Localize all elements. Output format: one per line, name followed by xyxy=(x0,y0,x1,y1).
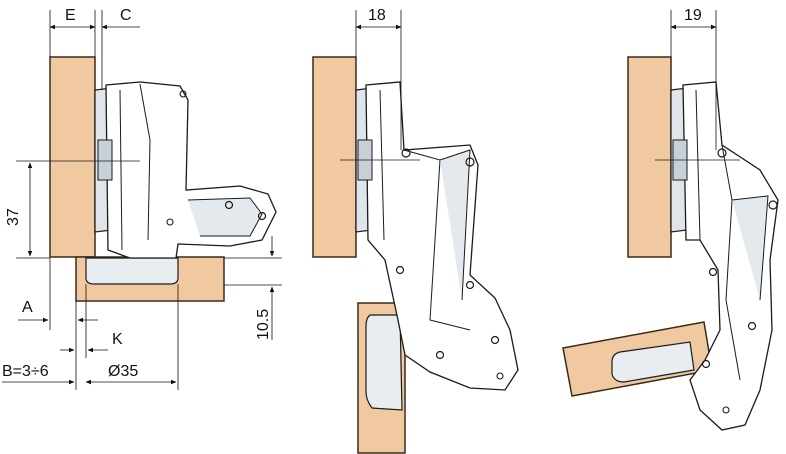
dim-label-c: C xyxy=(120,7,132,24)
hinge-arm xyxy=(682,81,779,431)
hinge-cup xyxy=(365,314,403,411)
cabinet-side-panel xyxy=(49,56,96,258)
hinge-cup xyxy=(85,257,179,285)
hinge-half-open-view: 18 xyxy=(312,7,519,454)
dim-label-18: 18 xyxy=(368,7,386,24)
dim-label-19: 19 xyxy=(684,7,702,24)
cabinet-side-panel xyxy=(627,56,672,258)
hinge-closed-view: E C 37 A K B=3÷6 Ø35 10.5 xyxy=(2,7,282,390)
hinge-arm xyxy=(365,81,519,391)
dim-label-diameter: Ø35 xyxy=(108,363,138,380)
dim-label-a: A xyxy=(22,299,33,316)
dim-label-k: K xyxy=(112,331,123,348)
dim-label-e: E xyxy=(65,7,76,24)
hinge-cup xyxy=(611,341,695,383)
dim-label-b: B=3÷6 xyxy=(2,363,49,380)
hinge-open-view: 19 xyxy=(562,7,779,431)
dim-label-37: 37 xyxy=(5,208,22,226)
cabinet-side-panel xyxy=(312,56,357,258)
dim-label-10-5: 10.5 xyxy=(255,309,272,340)
